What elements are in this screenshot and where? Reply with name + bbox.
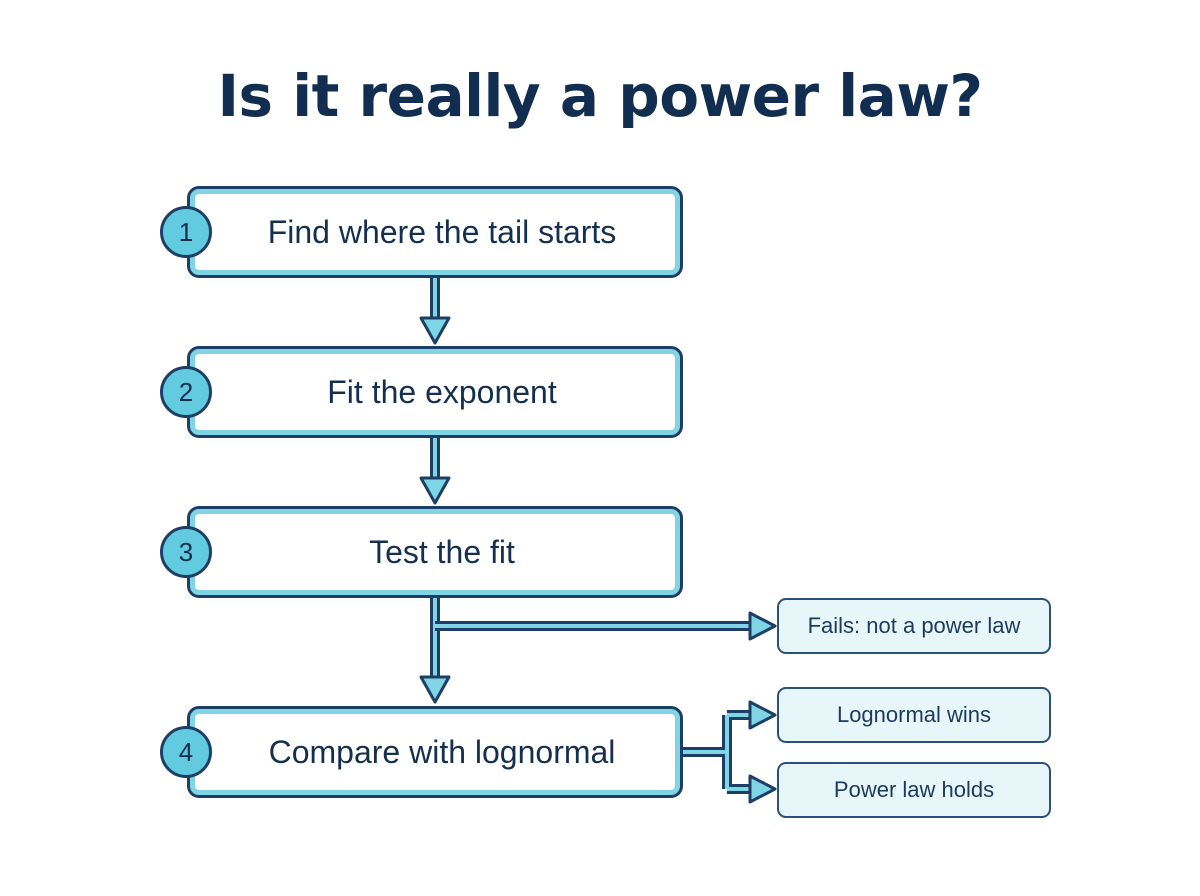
- outcome-fails-box: Fails: not a power law: [777, 598, 1051, 654]
- arrow-step1-to-step2: [419, 278, 451, 345]
- step-number-badge: 2: [160, 366, 212, 418]
- step-box-1: Find where the tail starts: [187, 186, 683, 278]
- step-label: Find where the tail starts: [267, 213, 617, 250]
- step-number-badge: 4: [160, 726, 212, 778]
- arrow-step4-branch: [683, 700, 777, 804]
- arrow-step3-to-fails: [435, 611, 777, 641]
- arrow-step3-to-step4: [419, 598, 451, 704]
- step-label: Compare with lognormal: [268, 733, 616, 770]
- outcome-power-law-holds-box: Power law holds: [777, 762, 1051, 818]
- step-box-4: Compare with lognormal: [187, 706, 683, 798]
- step-label: Test the fit: [369, 533, 515, 570]
- step-number-badge: 1: [160, 206, 212, 258]
- arrow-step2-to-step3: [419, 438, 451, 505]
- step-box-3: Test the fit: [187, 506, 683, 598]
- diagram-title: Is it really a power law?: [217, 62, 983, 130]
- outcome-lognormal-wins-box: Lognormal wins: [777, 687, 1051, 743]
- step-number-badge: 3: [160, 526, 212, 578]
- step-box-2: Fit the exponent: [187, 346, 683, 438]
- step-label: Fit the exponent: [327, 373, 557, 410]
